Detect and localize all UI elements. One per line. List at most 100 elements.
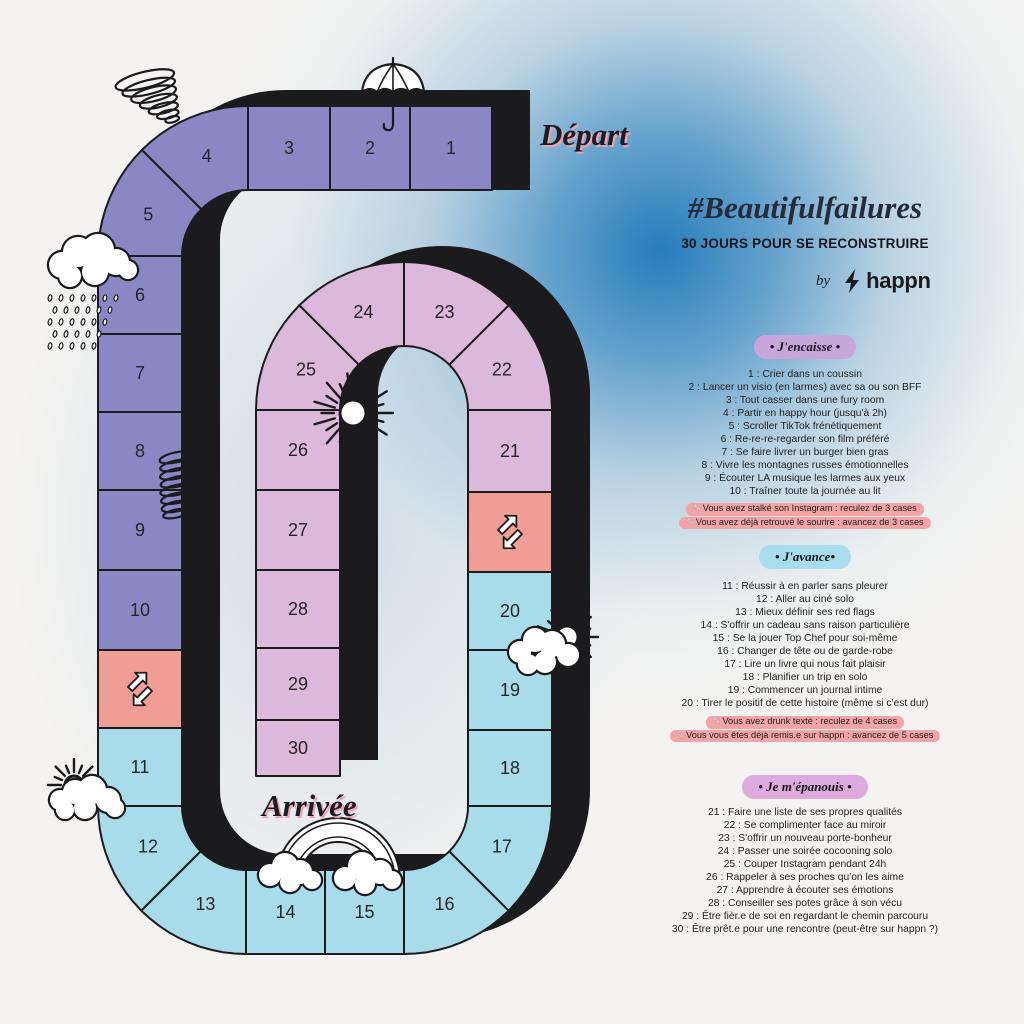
cell-number: 26	[288, 440, 308, 460]
list-item: 20 : Tirer le positif de cette histoire …	[681, 698, 929, 709]
rule-text: Vous avez stalké son Instagram : reculez…	[702, 503, 917, 513]
list-item: 27 : Apprendre à écouter ses émotions	[716, 885, 894, 896]
rule-marker: ✎Vous avez stalké son Instagram : recule…	[686, 503, 924, 516]
page-title: #Beautifulfailures	[687, 190, 923, 225]
cell-number: 17	[492, 837, 512, 857]
list-item: 13 : Mieux définir ses red flags	[735, 607, 875, 618]
cell-number: 4	[202, 146, 212, 166]
section-encaisse-list: 1 : Crier dans un coussin 2 : Lancer un …	[635, 368, 975, 498]
cell-shape	[255, 719, 341, 777]
cell-number: 7	[135, 363, 145, 383]
section-avance-rules: ✎ Vous avez drunk texté : reculez de 4 ca…	[635, 715, 975, 742]
cell-number: 21	[500, 441, 520, 461]
tornado-icon	[158, 450, 196, 520]
cell-shape	[467, 491, 553, 573]
list-item: 25 : Couper Instagram pendant 24h	[723, 859, 887, 870]
cell-number: 2	[365, 138, 375, 158]
cell-number: 19	[500, 680, 520, 700]
section-avance-list: 11 : Réussir à en parler sans pleurer 12…	[635, 580, 975, 710]
board-cell-27: 27	[255, 489, 341, 571]
cloud-icon	[256, 850, 324, 895]
arrow-up-right-icon	[497, 514, 518, 536]
rule-marker: ✎Vous vous êtes déjà remis.e sur happn :…	[669, 729, 941, 742]
rule-text: Vous avez déjà retrouvé le sourire : ava…	[695, 516, 924, 527]
arrow-down-left-icon	[502, 528, 523, 550]
list-item: 23 : S'offrir un nouveau porte-bonheur	[718, 833, 892, 844]
list-item: 30 : Être prêt.e pour une rencontre (peu…	[671, 924, 939, 935]
list-item: 9 : Écouter LA musique les larmes aux ye…	[704, 473, 906, 484]
pencil-icon: ✎	[686, 517, 694, 528]
board-cell-7: 7	[97, 333, 183, 413]
section-pill: • J'avance•	[758, 545, 851, 569]
start-label: Départ	[540, 117, 628, 152]
rule-marker: ✎Vous avez drunk texté : reculez de 4 ca…	[705, 716, 905, 729]
list-item: 2 : Lancer un visio (en larmes) avec sa …	[688, 382, 922, 393]
section-pill: • J'encaisse •	[753, 335, 857, 359]
section-encaisse-rules: ✎Vous avez stalké son Instagram : recule…	[635, 502, 975, 529]
cell-number: 27	[288, 520, 308, 540]
section-avance-header: • J'avance•	[635, 545, 975, 569]
cell-number: 22	[492, 359, 512, 379]
list-item: 14 : S'offrir un cadeau sans raison part…	[700, 620, 910, 631]
cell-number: 6	[135, 285, 145, 305]
board-cell-11: 11	[97, 727, 183, 807]
pencil-icon: ✎	[693, 504, 701, 514]
list-item: 17 : Lire un livre qui nous fait plaisir	[724, 659, 886, 670]
rule-line: ✎Vous avez déjà retrouvé le sourire : av…	[635, 516, 975, 529]
board-cell-21: 21	[467, 409, 553, 493]
cell-number: 14	[275, 902, 295, 922]
arrow-down-left-icon	[132, 685, 153, 707]
cell-number: 12	[138, 837, 158, 857]
rain-cloud-icon	[46, 231, 140, 290]
cell-number: 10	[130, 600, 150, 620]
list-item: 24 : Passer une soirée cocooning solo	[717, 846, 893, 857]
cell-number: 9	[135, 520, 145, 540]
list-item: 26 : Rappeler à ses proches qu'on les ai…	[706, 872, 904, 883]
cell-number: 18	[500, 758, 520, 778]
rule-line: ✎Vous avez stalké son Instagram : recule…	[635, 502, 975, 516]
section-encaisse-header: • J'encaisse •	[635, 335, 975, 359]
brand-row: by happn	[816, 266, 931, 296]
list-item: 19 : Commencer un journal intime	[727, 685, 883, 696]
sun-cloud-icon	[47, 773, 127, 822]
cell-number: 11	[131, 757, 150, 777]
cell-number: 25	[296, 359, 316, 379]
rule-text: Vous vous êtes déjà remis.e sur happn : …	[686, 729, 934, 740]
board-cell-1: 1	[409, 105, 493, 191]
cell-number: 28	[288, 599, 308, 619]
list-item: 11 : Réussir à en parler sans pleurer	[722, 581, 888, 592]
cloud-icon	[331, 849, 404, 897]
pencil-icon: ✎	[676, 730, 685, 741]
board-cell-2: 2	[329, 105, 411, 191]
cell-number: 16	[435, 894, 455, 914]
list-item: 7 : Se faire livrer un burger bien gras	[721, 447, 889, 458]
cell-number: 24	[353, 302, 373, 322]
rule-text: Vous avez drunk texté : reculez de 4 cas…	[722, 716, 898, 726]
cell-number: 1	[446, 138, 456, 158]
list-item: 6 : Re-re-re-regarder son film préféré	[720, 434, 890, 445]
board-cell-18: 18	[467, 729, 553, 807]
list-item: 1 : Crier dans un coussin	[748, 369, 862, 380]
list-item: 8 : Vivre les montagnes russes émotionne…	[701, 460, 909, 471]
cell-number: 29	[288, 674, 308, 694]
list-item: 28 : Conseiller ses potes grâce à son vé…	[707, 898, 903, 909]
cell-number: 5	[143, 205, 153, 225]
board-cell-swap	[97, 649, 183, 729]
arrow-up-right-icon	[127, 671, 148, 693]
umbrella-icon	[360, 56, 426, 132]
finish-label: Arrivée	[262, 788, 357, 823]
page-subtitle: 30 JOURS POUR SE RECONSTRUIRE	[681, 236, 929, 251]
rule-line: ✎Vous vous êtes déjà remis.e sur happn :…	[635, 729, 975, 742]
cell-number: 30	[288, 738, 308, 758]
board-cell-28: 28	[255, 569, 341, 649]
board-cell-10: 10	[97, 569, 183, 651]
board-cell-9: 9	[97, 489, 183, 571]
list-item: 5 : Scroller TikTok frénétiquement	[728, 421, 882, 432]
board-cell-3: 3	[247, 105, 331, 191]
list-item: 15 : Se la jouer Top Chef pour soi-même	[712, 633, 898, 644]
sun-cloud-icon	[506, 625, 582, 677]
cell-number: 3	[284, 138, 294, 158]
cell-number: 23	[435, 302, 455, 322]
